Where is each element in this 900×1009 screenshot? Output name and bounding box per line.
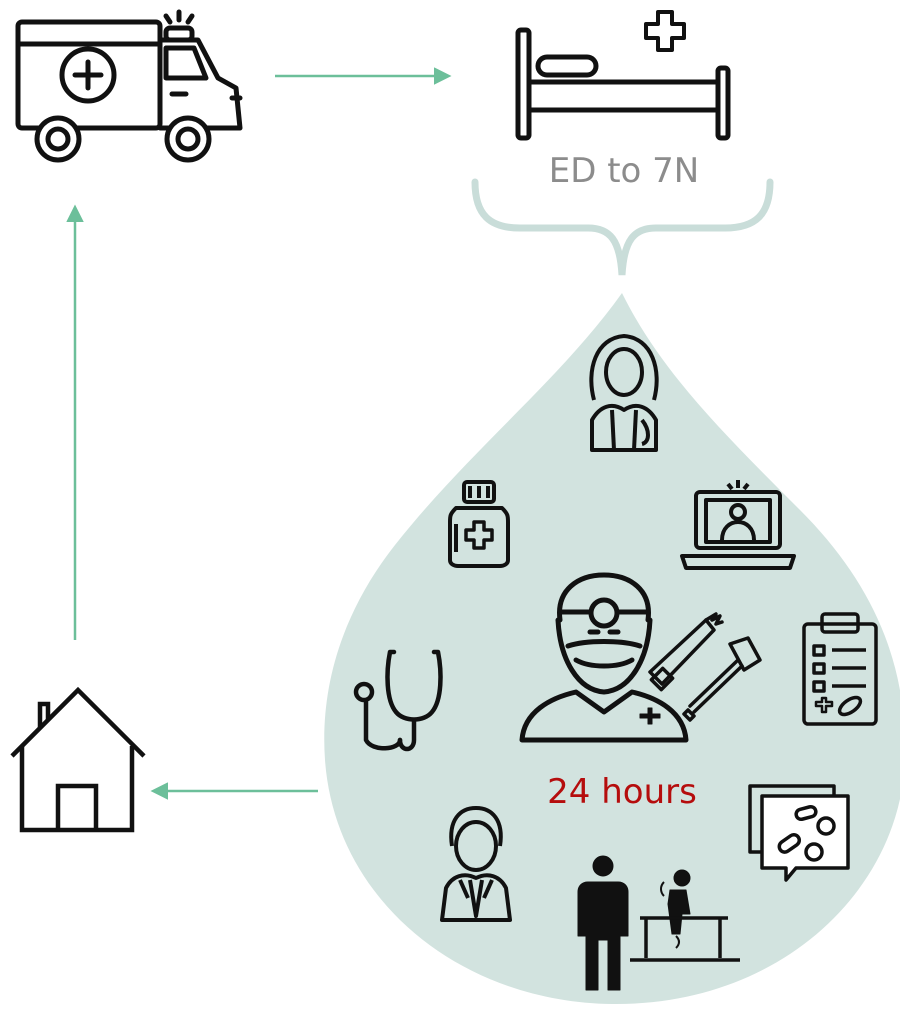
stethoscope-icon (353, 649, 443, 752)
businessman-icon (440, 806, 512, 922)
hospital-bed-icon (515, 10, 731, 141)
physiotherapy-icon (577, 855, 740, 991)
medicine-bottle-icon (448, 480, 510, 568)
female-doctor-icon (589, 334, 659, 452)
bed-brace (471, 178, 774, 276)
surgeon-icon (519, 572, 689, 743)
ambulance-icon (15, 9, 243, 163)
house-icon (10, 686, 146, 833)
pill-cards-icon (748, 784, 850, 882)
clipboard-checklist-icon (802, 612, 878, 726)
saw-hammer-icon (648, 612, 762, 722)
laptop-doctor-icon (680, 480, 796, 570)
inpatient-stay-drop (324, 293, 900, 1005)
duration-label: 24 hours (547, 772, 697, 812)
bed-label: ED to 7N (549, 151, 699, 191)
